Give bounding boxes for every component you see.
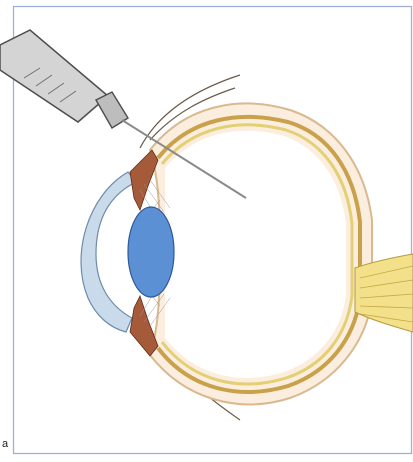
syringe-barrel	[0, 30, 108, 122]
ciliary-body-upper	[130, 150, 158, 210]
syringe-hub	[96, 92, 128, 128]
lens	[128, 207, 174, 297]
panel-label: a	[2, 438, 8, 450]
ciliary-body-lower	[130, 296, 158, 356]
vitreous	[165, 131, 346, 378]
